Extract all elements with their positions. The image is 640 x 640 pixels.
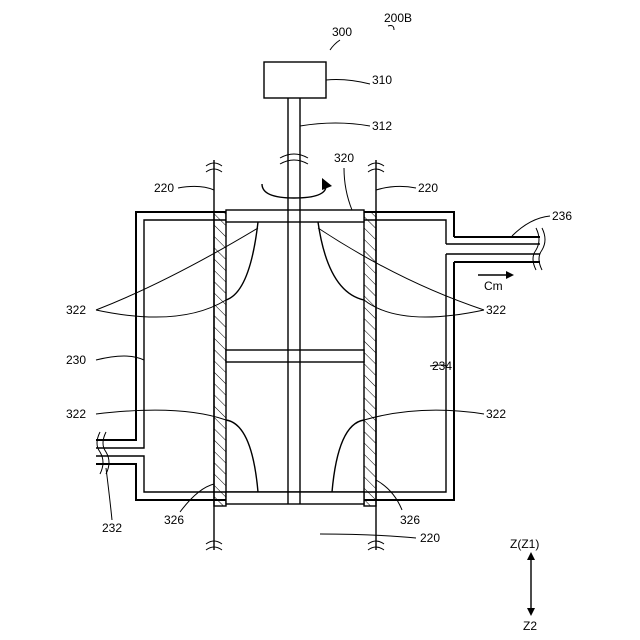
rotor-frame <box>226 210 364 504</box>
motor-label: 310 <box>372 73 392 87</box>
flow-arrow <box>478 271 514 279</box>
chamber-space-label: 234 <box>432 359 452 373</box>
blade-label-lower-left: 322 <box>66 407 86 421</box>
seal-label-left: 326 <box>164 513 184 527</box>
wall-label-upper-left: 220 <box>154 181 174 195</box>
inlet-pipe-label: 232 <box>102 521 122 535</box>
axis-bottom-label: Z2 <box>523 619 537 633</box>
inlet-break-marks <box>97 432 109 474</box>
blade-label-upper-right: 322 <box>486 303 506 317</box>
wall-label-upper-right: 220 <box>418 181 438 195</box>
rotation-arrow <box>262 178 332 198</box>
wall-label-lower: 220 <box>420 531 440 545</box>
shaft-label: 312 <box>372 119 392 133</box>
assembly-label: 200B <box>384 11 412 25</box>
outlet-pipe-label: 236 <box>552 209 572 223</box>
outlet-break-marks <box>533 228 545 270</box>
axis-top-label: Z(Z1) <box>510 537 539 551</box>
motor-box <box>264 62 326 98</box>
leader-lines <box>96 26 550 539</box>
z-axis-arrow <box>527 552 535 616</box>
device-label: 300 <box>332 25 352 39</box>
rotor-label: 320 <box>334 151 354 165</box>
shaft <box>280 98 308 504</box>
blade-label-lower-right: 322 <box>486 407 506 421</box>
flow-label: Cm <box>484 279 503 293</box>
chamber-wall-label: 230 <box>66 353 86 367</box>
blade-label-upper-left: 322 <box>66 303 86 317</box>
seal-label-right: 326 <box>400 513 420 527</box>
